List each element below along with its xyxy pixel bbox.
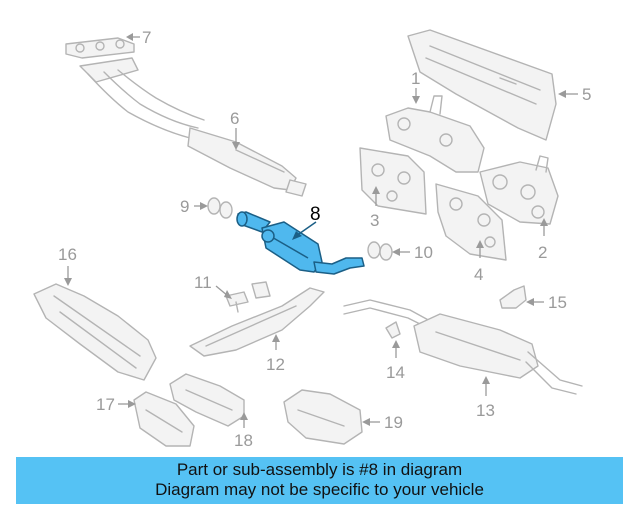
callout-4: 4	[474, 240, 484, 284]
callout-18: 18	[234, 412, 253, 450]
callout-10: 10	[392, 243, 433, 262]
svg-text:10: 10	[414, 243, 433, 262]
svg-text:17: 17	[96, 395, 115, 414]
svg-text:6: 6	[230, 109, 239, 128]
callout-6: 6	[230, 109, 240, 150]
svg-text:15: 15	[548, 293, 567, 312]
part-11-hanger	[225, 281, 271, 313]
part-17-heat-shield	[133, 391, 195, 447]
part-14-hanger	[385, 321, 401, 339]
callout-12: 12	[266, 334, 285, 374]
svg-text:9: 9	[180, 197, 189, 216]
callout-17: 17	[96, 395, 136, 414]
svg-text:18: 18	[234, 431, 253, 450]
callout-3: 3	[370, 186, 380, 230]
callout-2: 2	[538, 218, 548, 262]
svg-text:4: 4	[474, 265, 483, 284]
part-4-gasket	[435, 183, 507, 261]
callout-1: 1	[411, 69, 420, 104]
callout-15: 15	[526, 293, 567, 312]
part-16-heat-shield	[33, 283, 157, 381]
part-6-front-pipe	[79, 57, 307, 197]
svg-text:2: 2	[538, 243, 547, 262]
callout-9: 9	[180, 197, 208, 216]
part-9-clamp	[207, 197, 233, 219]
callout-11: 11	[194, 273, 232, 299]
part-19-heat-shield	[283, 389, 363, 445]
callout-14: 14	[386, 340, 405, 382]
callout-16: 16	[58, 245, 77, 286]
part-3-gasket	[359, 147, 427, 215]
part-12-heat-shield	[189, 287, 325, 357]
callout-8: 8	[292, 204, 321, 240]
info-banner: Part or sub-assembly is #8 in diagram Di…	[16, 457, 623, 504]
svg-text:19: 19	[384, 413, 403, 432]
part-13-rear-muffler	[343, 299, 583, 395]
part-7-gasket	[65, 37, 135, 59]
svg-text:16: 16	[58, 245, 77, 264]
svg-text:5: 5	[582, 85, 591, 104]
svg-text:12: 12	[266, 355, 285, 374]
callout-7: 7	[126, 28, 151, 47]
part-15-bracket	[499, 285, 527, 309]
part-10-clamp	[367, 241, 393, 261]
svg-text:11: 11	[194, 273, 212, 292]
svg-text:7: 7	[142, 28, 151, 47]
part-8-resonator-highlighted	[236, 211, 365, 275]
part-2-manifold	[479, 155, 559, 225]
svg-text:3: 3	[370, 211, 379, 230]
callout-5: 5	[558, 85, 591, 104]
svg-text:14: 14	[386, 363, 405, 382]
banner-line-1: Part or sub-assembly is #8 in diagram	[176, 460, 463, 479]
svg-text:8: 8	[310, 204, 321, 225]
exhaust-parts-diagram: 7 6 5 1	[33, 28, 591, 450]
banner-line-2: Diagram may not be specific to your vehi…	[155, 480, 484, 499]
svg-text:1: 1	[411, 69, 420, 88]
svg-text:13: 13	[476, 401, 495, 420]
part-5-heat-shield	[407, 29, 557, 141]
callout-13: 13	[476, 376, 495, 420]
part-1-manifold	[385, 95, 485, 173]
callout-19: 19	[362, 413, 403, 432]
